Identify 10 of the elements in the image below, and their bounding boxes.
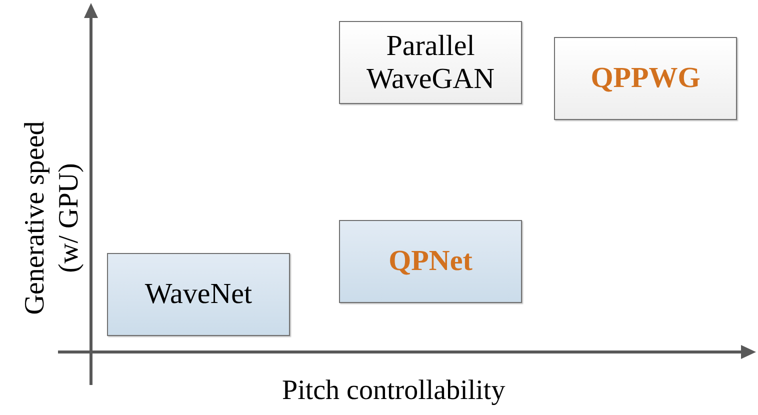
model-name: Parallel WaveGAN <box>365 30 496 95</box>
model-name: QPNet <box>388 245 472 278</box>
model-name: QPPWG <box>590 62 700 95</box>
y-axis-label: Generative speed (w/ GPU) <box>18 120 85 317</box>
model-name: WaveNet <box>144 278 252 311</box>
model-box <box>554 37 737 120</box>
model-box <box>339 220 522 303</box>
x-axis-label: Pitch controllability <box>282 374 506 408</box>
model-box <box>339 21 522 104</box>
model-box <box>107 253 290 336</box>
